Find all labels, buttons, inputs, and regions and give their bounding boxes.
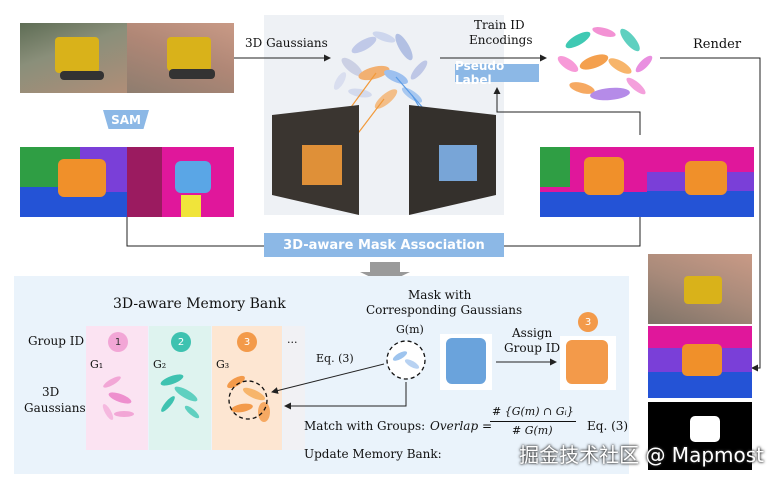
render-binary-mask	[648, 402, 752, 470]
gaussians-label-1: 3D	[42, 385, 60, 399]
eq3-label: Eq. (3)	[316, 352, 354, 365]
overlap-label: Overlap =	[430, 419, 492, 433]
label-train-2: Encodings	[469, 33, 533, 47]
mask-image	[440, 334, 492, 390]
memory-bank-title: 3D-aware Memory Bank	[113, 296, 286, 312]
sam-tag: SAM	[103, 110, 149, 129]
group-g-1: G₁	[90, 358, 104, 371]
assign-label-2: Group ID	[504, 341, 561, 355]
input-photo-1	[20, 23, 127, 93]
group-g-3: G₃	[216, 358, 230, 371]
update-label: Update Memory Bank:	[304, 447, 442, 461]
assign-badge: 3	[578, 312, 598, 332]
assign-label-1: Assign	[512, 326, 553, 340]
mask-association-bar: 3D-aware Mask Association	[264, 233, 504, 257]
render-seg	[648, 326, 752, 398]
group-ellipsis: ...	[287, 333, 298, 346]
label-train-1: Train ID	[474, 18, 525, 32]
group-gaussians	[102, 374, 270, 422]
group-id-label: Group ID	[28, 334, 85, 348]
mask-title-1: Mask with	[408, 288, 472, 302]
gaussians-label-2: Gaussians	[24, 401, 86, 415]
group-badge-1: 1	[108, 332, 128, 352]
render-photo	[648, 254, 752, 324]
group-g-2: G₂	[153, 358, 167, 371]
sam-mask-2	[127, 147, 234, 217]
formula-eq3: Eq. (3)	[587, 419, 629, 433]
assigned-mask	[560, 336, 616, 390]
trained-gaussians	[557, 27, 653, 101]
overlap-numerator: # {G(m) ∩ Gᵢ}	[492, 405, 574, 418]
match-label: Match with Groups:	[304, 419, 426, 433]
render-mask-2	[647, 147, 754, 217]
render-mask-1	[540, 147, 647, 217]
watermark: 掘金技术社区 @ Mapmost	[519, 443, 764, 467]
mask-gm-label: G(m)	[396, 323, 424, 336]
pseudo-label-tag: Pseudo Label	[455, 59, 539, 87]
overlap-denominator: # G(m)	[512, 424, 553, 437]
mask-gaussian-circle	[386, 340, 426, 380]
mask-title-2: Corresponding Gaussians	[366, 303, 523, 317]
sam-mask-1	[20, 147, 127, 217]
fraction-bar	[490, 421, 576, 422]
label-render: Render	[693, 37, 742, 52]
label-3d-gaussians: 3D Gaussians	[245, 36, 328, 50]
group-badge-2: 2	[171, 332, 191, 352]
input-photo-2	[127, 23, 234, 93]
group-badge-3: 3	[237, 332, 257, 352]
scene-3d	[264, 15, 504, 215]
